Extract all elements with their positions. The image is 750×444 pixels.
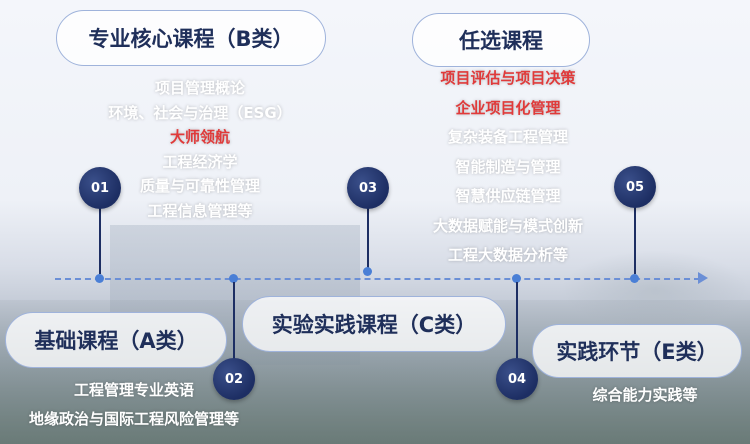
course-item: 智慧供应链管理 <box>455 187 561 205</box>
node-02: 02 <box>213 358 255 400</box>
timeline-dot <box>363 267 372 276</box>
timeline-arrow <box>698 272 708 284</box>
timeline-dot <box>95 274 104 283</box>
course-item: 地缘政治与国际工程风险管理等 <box>28 410 239 428</box>
node-02-stem <box>233 282 235 360</box>
category-b-title: 专业核心课程（B类） <box>56 10 326 66</box>
course-item-highlight: 大师领航 <box>169 128 230 147</box>
course-item: 工程管理专业英语 <box>73 381 194 399</box>
node-04: 04 <box>496 358 538 400</box>
timeline-line <box>55 278 700 280</box>
category-a-title: 基础课程（A类） <box>5 312 227 368</box>
course-item: 智能制造与管理 <box>455 157 561 176</box>
category-e-list: 综合能力实践等 <box>560 383 730 407</box>
course-item: 项目管理概论 <box>154 79 245 97</box>
node-04-stem <box>516 282 518 360</box>
course-item: 大数据赋能与模式创新 <box>432 216 583 235</box>
course-item: 工程信息管理等 <box>147 201 253 220</box>
node-01: 01 <box>79 167 121 209</box>
timeline-dot <box>229 274 238 283</box>
category-e-title: 实践环节（E类） <box>532 324 742 378</box>
elective-list: 项目评估与项目决策 企业项目化管理 复杂装备工程管理 智能制造与管理 智慧供应链… <box>388 64 628 271</box>
node-03-stem <box>367 200 369 268</box>
category-c-title: 实验实践课程（C类） <box>242 296 506 352</box>
course-item: 复杂装备工程管理 <box>447 128 568 146</box>
course-item: 工程经济学 <box>162 152 238 171</box>
course-item: 工程大数据分析等 <box>447 246 568 264</box>
course-item: 综合能力实践等 <box>592 386 698 404</box>
timeline-dot <box>630 274 639 283</box>
node-05: 05 <box>614 166 656 208</box>
node-03: 03 <box>347 167 389 209</box>
course-item-highlight: 企业项目化管理 <box>455 98 561 117</box>
course-item-highlight: 项目评估与项目决策 <box>440 69 576 87</box>
timeline-dot <box>512 274 521 283</box>
node-01-stem <box>99 200 101 274</box>
node-05-stem <box>634 200 636 274</box>
course-item: 环境、社会与治理（ESG） <box>108 103 292 122</box>
course-item: 质量与可靠性管理 <box>139 177 260 196</box>
category-b-list: 项目管理概论 环境、社会与治理（ESG） 大师领航 工程经济学 质量与可靠性管理… <box>60 76 340 224</box>
category-a-list: 工程管理专业英语 地缘政治与国际工程风险管理等 <box>0 376 268 434</box>
elective-title: 任选课程 <box>412 13 590 67</box>
